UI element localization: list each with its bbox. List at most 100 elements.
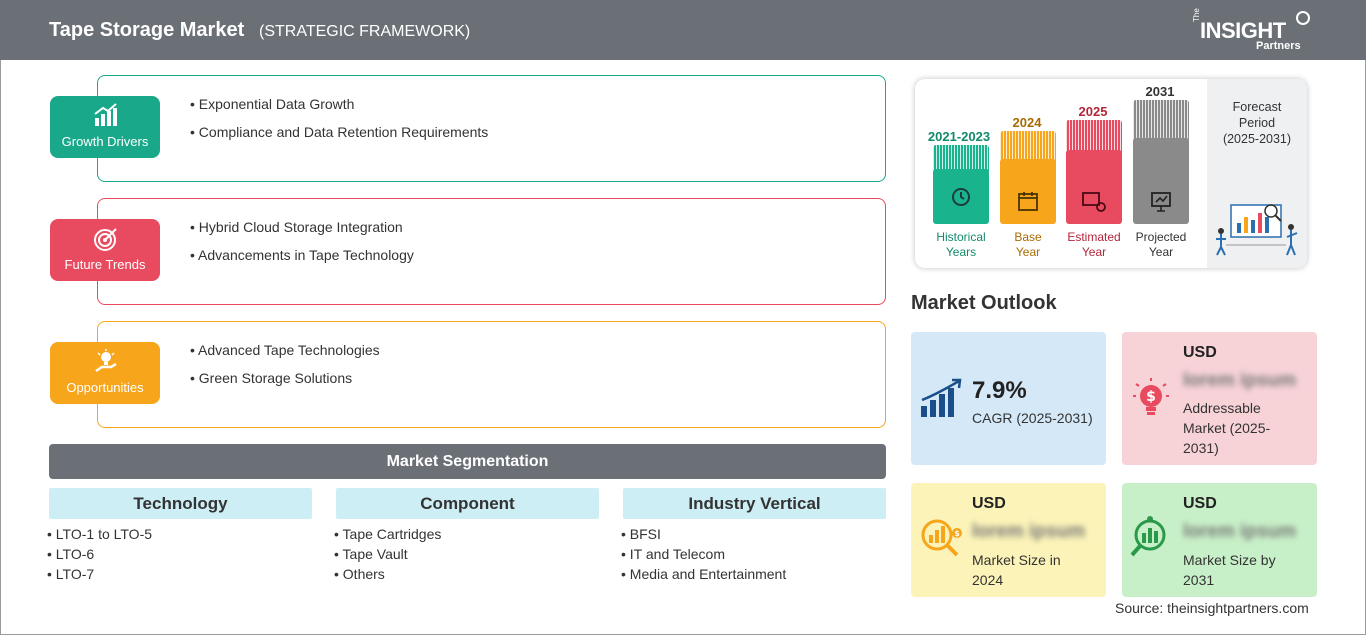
market-forecast-search-icon — [1130, 516, 1166, 557]
bar-chart-growth-icon — [94, 103, 117, 126]
future-trends-badge: Future Trends — [50, 219, 160, 281]
caption-line: Historical — [936, 230, 986, 244]
timeline-bar-base — [1000, 159, 1056, 224]
addressable-usd: USD — [1183, 344, 1217, 361]
list-item: BFSI — [621, 526, 786, 542]
size-2031-usd: USD — [1183, 495, 1217, 512]
future-trends-list: Hybrid Cloud Storage Integration Advance… — [190, 219, 414, 275]
presentation-board-icon — [1151, 192, 1171, 212]
timeline-bar-stripes — [933, 145, 989, 171]
label-line: 2031) — [1183, 440, 1219, 456]
caption-line: Base — [1014, 230, 1042, 244]
caption-line: Estimated — [1067, 230, 1121, 244]
segment-head-industry-vertical: Industry Vertical — [623, 488, 886, 519]
money-bulb-icon: $ — [1133, 378, 1169, 415]
estimate-gear-icon — [1082, 192, 1106, 212]
list-item: LTO-6 — [47, 546, 152, 562]
segment-head-technology: Technology — [49, 488, 312, 519]
list-item: Advancements in Tape Technology — [190, 247, 414, 263]
growth-drivers-label: Growth Drivers — [61, 134, 149, 149]
opportunities-label: Opportunities — [66, 380, 144, 395]
timeline-caption-base: Base Year — [988, 230, 1068, 260]
forecast-period-panel: Forecast Period (2025-2031) — [1207, 79, 1307, 268]
cagr-box: 7.9% CAGR (2025-2031) — [911, 332, 1106, 465]
market-search-icon: $ — [921, 519, 962, 557]
market-segmentation-bar: Market Segmentation — [49, 444, 886, 479]
timeline-bar-historical — [933, 169, 989, 224]
addressable-value: lorem ipsum — [1183, 370, 1296, 391]
timeline-bar-stripes — [1066, 120, 1122, 152]
market-outlook-title: Market Outlook — [911, 292, 1057, 314]
caption-line: Year — [1148, 245, 1174, 259]
market-size-2024-box: $ USD lorem ipsum Market Size in 2024 — [911, 483, 1106, 597]
market-size-2031-box: USD lorem ipsum Market Size by 2031 — [1122, 483, 1317, 597]
growth-drivers-list: Exponential Data Growth Compliance and D… — [190, 96, 489, 152]
timeline-caption-estimated: Estimated Year — [1054, 230, 1134, 260]
opportunities-card: Advanced Tape Technologies Green Storage… — [97, 321, 886, 428]
opportunities-badge: Opportunities — [50, 342, 160, 404]
caption-line: Year — [1081, 245, 1107, 259]
label-line: Market (2025- — [1183, 420, 1271, 436]
size-2031-label: Market Size by 2031 — [1183, 550, 1276, 590]
header-bar: Tape Storage Market (STRATEGIC FRAMEWORK… — [0, 0, 1366, 60]
segment-head-component: Component — [336, 488, 599, 519]
opportunities-list: Advanced Tape Technologies Green Storage… — [190, 342, 380, 398]
size-2024-label: Market Size in 2024 — [972, 550, 1061, 590]
timeline-bar-estimated — [1066, 150, 1122, 224]
insight-partners-logo[interactable]: The INSIGHT Partners — [1188, 8, 1318, 54]
forecast-title-line: Forecast — [1232, 100, 1282, 114]
timeline-year-base: 2024 — [1012, 115, 1042, 130]
list-item: Hybrid Cloud Storage Integration — [190, 219, 414, 235]
logo-ring-icon — [1296, 11, 1310, 25]
history-clock-icon — [952, 188, 970, 206]
list-item: IT and Telecom — [621, 546, 786, 562]
label-line: Market Size in — [972, 552, 1061, 568]
page-title: Tape Storage Market — [49, 19, 245, 41]
list-item: Others — [334, 566, 441, 582]
size-2024-usd: USD — [972, 495, 1006, 512]
timeline-bar-stripes — [1133, 100, 1189, 140]
logo-insight: INSIGHT — [1200, 18, 1286, 43]
addressable-market-box: $ USD lorem ipsum Addressable Market (20… — [1122, 332, 1317, 465]
list-item: LTO-7 — [47, 566, 152, 582]
analytics-people-illustration-icon — [1216, 204, 1298, 256]
cagr-label: CAGR (2025-2031) — [972, 410, 1093, 426]
list-item: Tape Vault — [334, 546, 441, 562]
forecast-title-line: Period — [1238, 116, 1276, 130]
timeline-year-projected: 2031 — [1145, 84, 1175, 99]
growth-drivers-badge: Growth Drivers — [50, 96, 160, 158]
label-line: Addressable — [1183, 400, 1261, 416]
segment-list-industry-vertical: BFSI IT and Telecom Media and Entertainm… — [621, 526, 786, 586]
page-subtitle: (STRATEGIC FRAMEWORK) — [259, 23, 471, 40]
addressable-label: Addressable Market (2025- 2031) — [1183, 398, 1270, 458]
forecast-title: Forecast Period — [1207, 99, 1307, 131]
timeline-bar-stripes — [1000, 131, 1056, 161]
timeline-caption-historical: Historical Years — [921, 230, 1001, 260]
label-line: 2024 — [972, 572, 1004, 588]
cagr-value: 7.9% — [972, 377, 1027, 404]
caption-line: Year — [1015, 245, 1041, 259]
future-trends-card: Hybrid Cloud Storage Integration Advance… — [97, 198, 886, 305]
timeline-bar-projected — [1133, 138, 1189, 224]
timeline-year-historical: 2021-2023 — [927, 129, 991, 144]
growth-drivers-card: Exponential Data Growth Compliance and D… — [97, 75, 886, 182]
segment-list-technology: LTO-1 to LTO-5 LTO-6 LTO-7 — [47, 526, 152, 586]
caption-line: Projected — [1135, 230, 1187, 244]
caption-line: Years — [945, 245, 977, 259]
list-item: Media and Entertainment — [621, 566, 786, 582]
size-2031-value: lorem ipsum — [1183, 521, 1296, 542]
label-line: Market Size by — [1183, 552, 1276, 568]
logo-partners: Partners — [1256, 40, 1301, 52]
lightbulb-hand-icon — [95, 349, 117, 373]
growth-chart-icon — [921, 378, 962, 417]
svg-text:$: $ — [954, 529, 960, 538]
calendar-icon — [1018, 192, 1038, 211]
timeline-year-estimated: 2025 — [1078, 104, 1108, 119]
list-item: Advanced Tape Technologies — [190, 342, 380, 358]
source-credit[interactable]: Source: theinsightpartners.com — [1115, 600, 1309, 616]
svg-text:$: $ — [1146, 389, 1156, 405]
future-trends-label: Future Trends — [64, 257, 146, 272]
size-2024-value: lorem ipsum — [972, 521, 1085, 542]
list-item: Exponential Data Growth — [190, 96, 488, 112]
timeline-panel: 2021-2023 Historical Years 2024 Base Yea… — [915, 79, 1307, 268]
